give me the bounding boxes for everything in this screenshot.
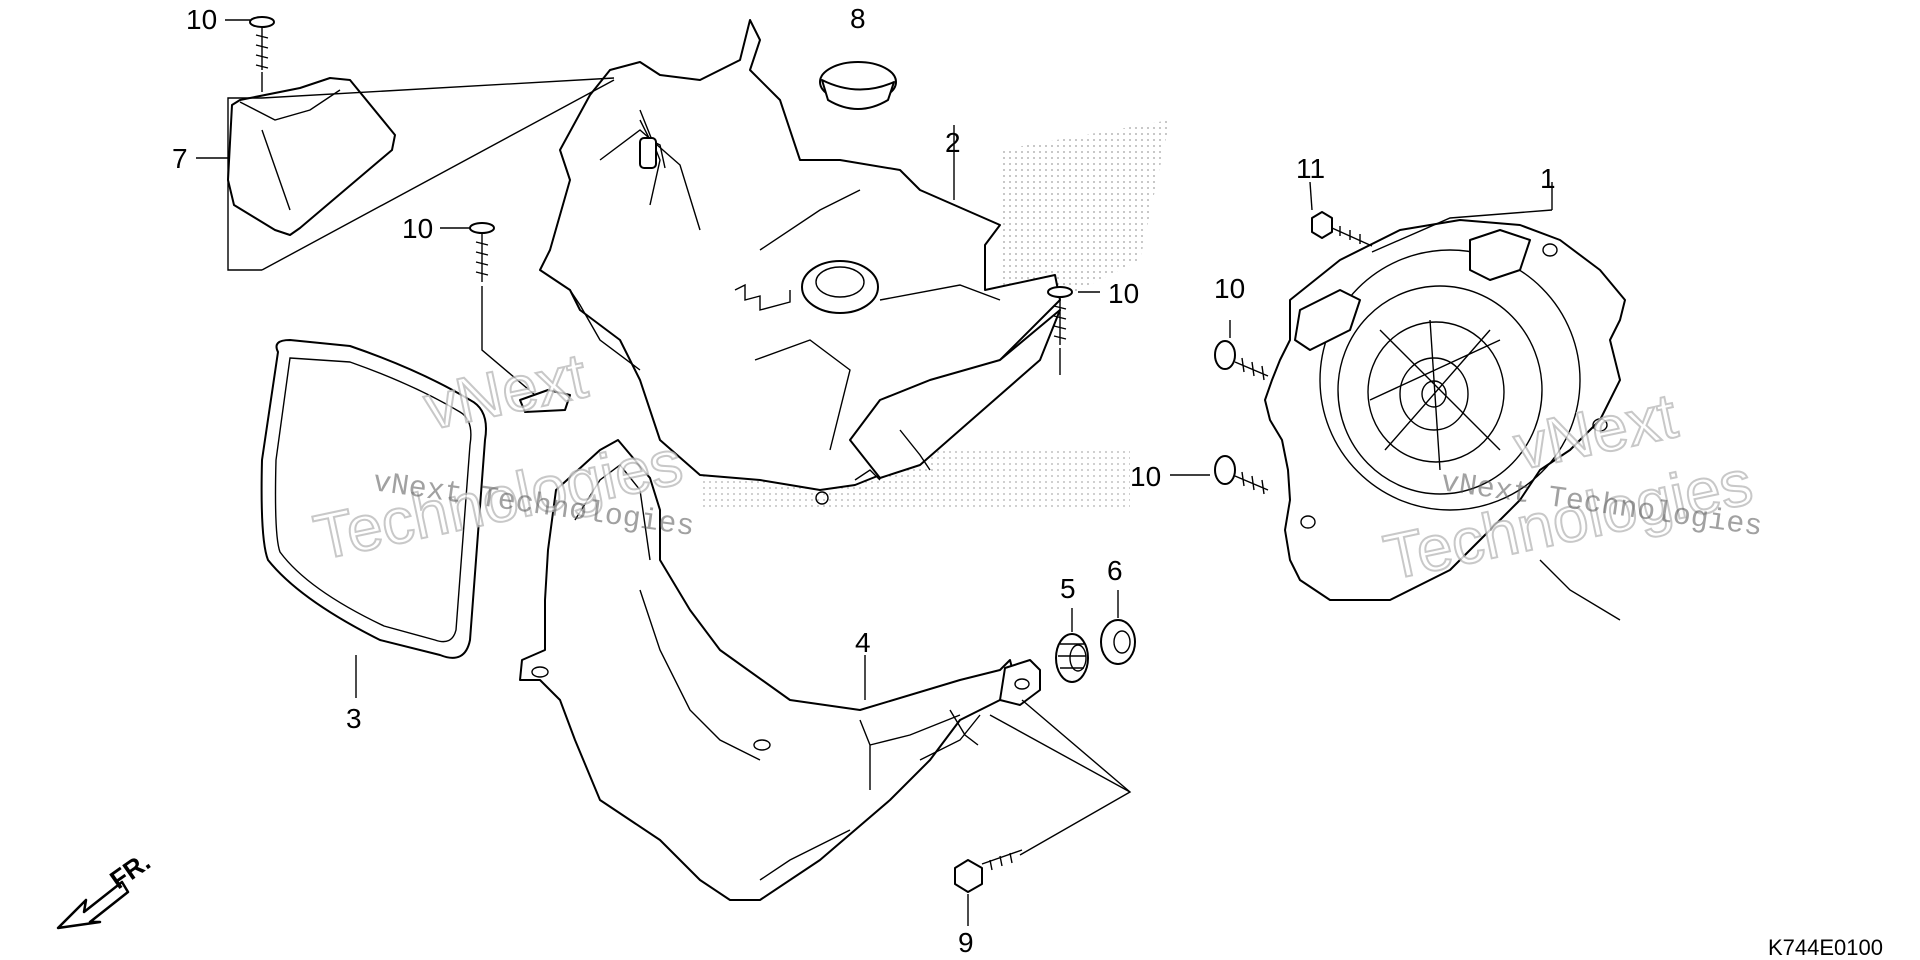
callout-11: 11	[1296, 153, 1325, 184]
callout-7: 7	[172, 143, 188, 174]
part-1-fan-cover	[1264, 219, 1626, 621]
callout-10-right-upper: 10	[1214, 273, 1245, 304]
direction-label: FR.	[104, 846, 156, 895]
part-5-bushing	[1055, 633, 1089, 683]
screw-10-top	[249, 16, 275, 70]
callout-10-mid-right: 10	[1108, 278, 1139, 309]
part-2-housing	[519, 19, 1061, 505]
callout-10-right-lower: 10	[1130, 461, 1161, 492]
part-6-collar	[1100, 619, 1136, 665]
callout-3: 3	[346, 703, 362, 734]
part-4-lower-case	[519, 439, 1041, 901]
callout-1: 1	[1540, 163, 1556, 194]
callout-8: 8	[850, 3, 866, 34]
callout-2: 2	[945, 127, 961, 158]
screw-10-right-lower	[1214, 455, 1269, 495]
callout-4: 4	[855, 627, 871, 658]
bolt-11	[1311, 211, 1373, 247]
svg-text:vNext: vNext	[418, 339, 593, 443]
screw-10-mid-right	[1047, 286, 1073, 345]
part-7-cover	[227, 77, 396, 236]
part-3-gasket	[260, 339, 487, 659]
diagram-code: K744E0100	[1768, 935, 1883, 960]
callout-9: 9	[958, 927, 974, 958]
callout-6: 6	[1107, 555, 1123, 586]
front-direction-arrow-icon	[56, 880, 130, 930]
bolt-9	[954, 849, 1023, 893]
callout-10-mid-left: 10	[402, 213, 433, 244]
callout-5: 5	[1060, 573, 1076, 604]
callout-10-top: 10	[186, 4, 217, 35]
leader-lines	[196, 19, 1553, 926]
screw-10-right-upper	[1214, 340, 1269, 381]
part-8-cap	[819, 61, 897, 110]
screw-10-mid-left	[469, 222, 495, 282]
